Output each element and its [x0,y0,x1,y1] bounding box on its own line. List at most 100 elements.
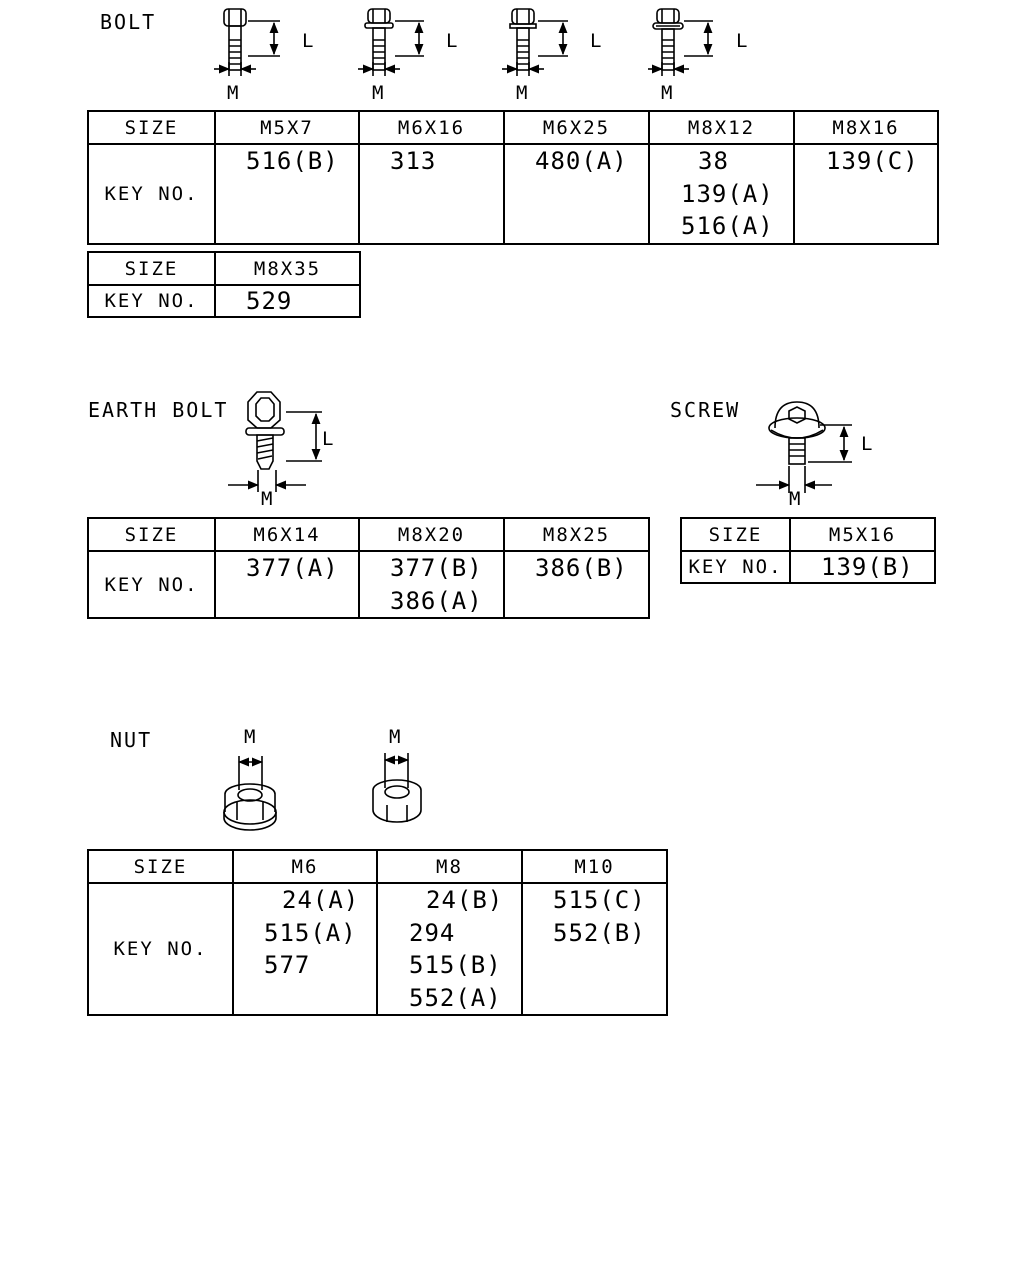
table-key-row: KEY NO. 24(A) 515(A) 577 24(B) 294 515(B… [87,882,668,1016]
key-no-header: KEY NO. [87,284,216,318]
table-header-row: SIZE M8X35 [87,251,361,286]
key-cell: 386(B) [503,550,650,619]
nut2-dim-m: M [389,726,401,748]
key-cell: 529 [214,284,361,318]
key-number: 386(B) [535,554,628,582]
key-cell: 377(A) [214,550,360,619]
screw-dim-m: M [789,488,801,510]
key-number: 516(A) [681,212,774,240]
bolt2-dim-m: M [372,82,384,104]
size-cell: M6X16 [358,110,505,145]
key-number: 294 [409,918,456,947]
key-number: 480(A) [535,147,628,175]
size-cell: M8X20 [358,517,505,552]
size-cell: M6X25 [503,110,650,145]
bolt2-dim-l: L [446,30,458,52]
size-header: SIZE [87,251,216,286]
size-header: SIZE [87,849,234,884]
key-no-header: KEY NO. [87,550,216,619]
screw-dim-l: L [861,433,873,455]
key-cell: 139(C) [793,143,939,245]
bolt3-dim-m: M [516,82,528,104]
bolt-hex-icon [214,8,280,76]
table-key-row: KEY NO. 516(B) 313 480(A) 38 139(A) 516(… [87,143,939,245]
size-cell: M5X7 [214,110,360,145]
key-number: 515(B) [409,951,502,979]
key-cell: 24(A) 515(A) 577 [232,882,378,1016]
key-no-header: KEY NO. [680,550,791,584]
key-number: 313 [390,147,437,175]
key-number: 515(C) [553,886,646,914]
table-header-row: SIZE M5X16 [680,517,936,552]
key-cell: 24(B) 294 515(B) 552(A) [376,882,523,1016]
key-number: 377(B) [390,554,483,582]
size-cell: M8X12 [648,110,795,145]
key-cell: 515(C) 552(B) [521,882,668,1016]
key-number: 139(A) [681,179,774,208]
key-number: 377(A) [246,554,339,582]
key-cell: 480(A) [503,143,650,245]
key-number: 24(B) [426,886,504,914]
earth-bolt-size-table: SIZE M6X14 M8X20 M8X25 KEY NO. 377(A) 37… [87,517,650,619]
key-number: 139(C) [826,147,919,175]
table-key-row: KEY NO. 139(B) [680,550,936,584]
screw-size-table: SIZE M5X16 KEY NO. 139(B) [680,517,936,584]
size-header: SIZE [87,110,216,145]
size-header: SIZE [680,517,791,552]
key-number: 386(A) [390,586,483,615]
screw-icon [756,401,852,493]
hex-nut-icon [372,753,422,823]
nut-size-table: SIZE M6 M8 M10 KEY NO. 24(A) 515(A) 577 … [87,849,668,1016]
table-header-row: SIZE M6 M8 M10 [87,849,668,884]
earth-bolt-section-title: EARTH BOLT [88,398,229,422]
key-cell: 377(B) 386(A) [358,550,505,619]
nut-section-title: NUT [110,728,153,752]
screw-section-title: SCREW [670,398,741,422]
table-key-row: KEY NO. 529 [87,284,361,318]
key-number: 139(B) [821,553,914,581]
bolt4-dim-l: L [736,30,748,52]
key-number: 24(A) [282,886,360,914]
key-no-header: KEY NO. [87,882,234,1016]
earth-bolt-dim-m: M [261,488,273,510]
key-number: 515(A) [264,918,357,947]
bolt-flange-hex-icon [358,8,424,76]
bolt3-dim-l: L [590,30,602,52]
key-cell: 516(B) [214,143,360,245]
earth-bolt-dim-l: L [322,428,334,450]
earth-bolt-icon [228,391,322,492]
nut1-dim-m: M [244,726,256,748]
key-cell: 313 [358,143,505,245]
key-number: 516(B) [246,147,339,175]
size-cell: M6X14 [214,517,360,552]
key-number: 577 [264,951,311,979]
size-cell: M8X16 [793,110,939,145]
size-cell: M8 [376,849,523,884]
key-number: 552(A) [409,983,502,1012]
size-header: SIZE [87,517,216,552]
size-cell: M10 [521,849,668,884]
size-cell: M6 [232,849,378,884]
bolt-section-title: BOLT [100,10,157,34]
table-header-row: SIZE M6X14 M8X20 M8X25 [87,517,650,552]
key-number: 552(B) [553,918,646,947]
bolt-serrated-flange-icon [648,8,713,76]
key-cell: 38 139(A) 516(A) [648,143,795,245]
size-cell: M8X25 [503,517,650,552]
size-cell: M8X35 [214,251,361,286]
size-cell: M5X16 [789,517,936,552]
bolt-size-table-2: SIZE M8X35 KEY NO. 529 [87,251,361,318]
bolt4-dim-m: M [661,82,673,104]
key-number: 529 [246,287,293,315]
key-number: 38 [698,147,729,175]
table-header-row: SIZE M5X7 M6X16 M6X25 M8X12 M8X16 [87,110,939,145]
key-no-header: KEY NO. [87,143,216,245]
bolt1-dim-l: L [302,30,314,52]
bolt-hex-washer-icon [502,8,568,76]
bolt1-dim-m: M [227,82,239,104]
key-cell: 139(B) [789,550,936,584]
table-key-row: KEY NO. 377(A) 377(B) 386(A) 386(B) [87,550,650,619]
flange-nut-icon [223,756,277,831]
bolt-size-table: SIZE M5X7 M6X16 M6X25 M8X12 M8X16 KEY NO… [87,110,939,245]
